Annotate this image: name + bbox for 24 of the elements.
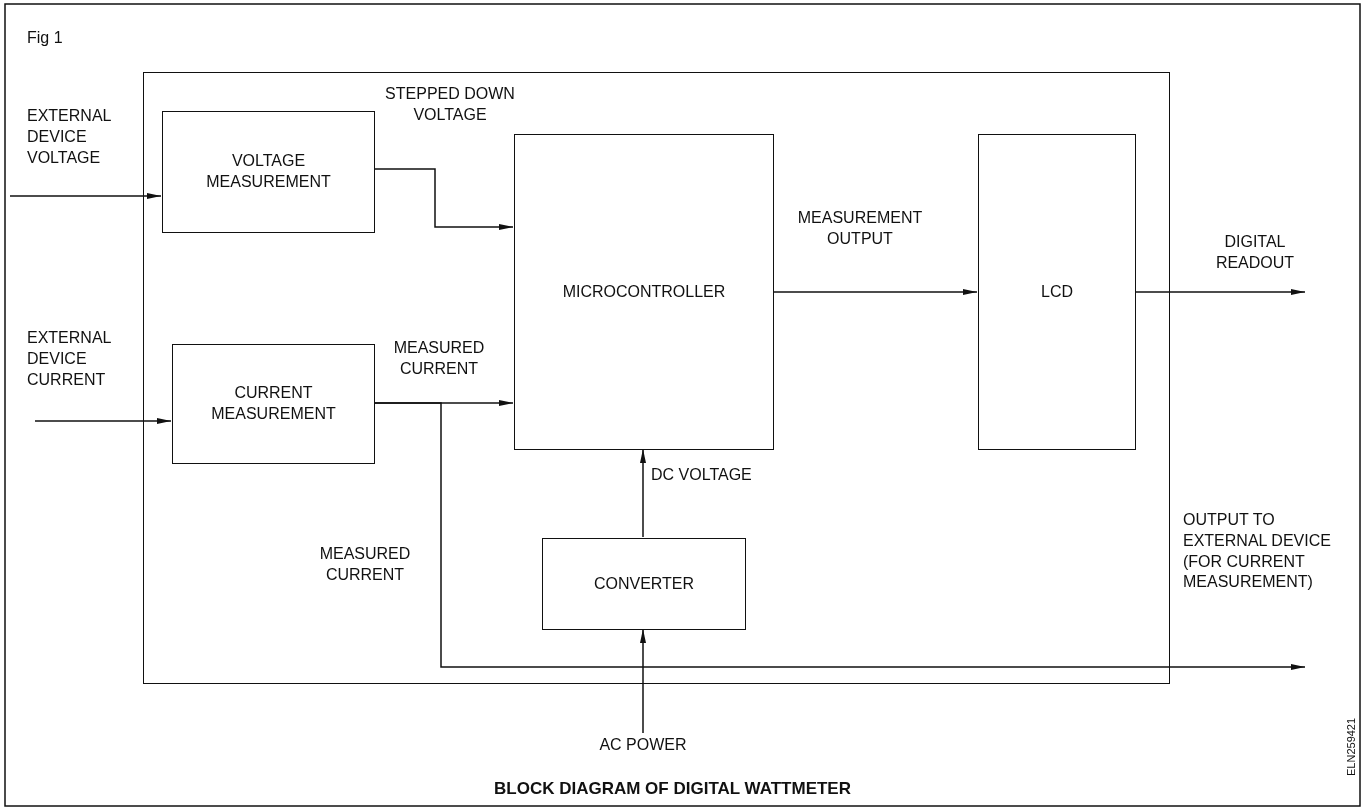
block-label: MICROCONTROLLER	[562, 281, 726, 302]
arrow	[9, 193, 162, 199]
arrow	[772, 289, 978, 295]
block-label: CURRENT MEASUREMENT	[210, 383, 337, 424]
note: OUTPUT TO EXTERNAL DEVICE (FOR CURRENT MEASUREMENT)	[1183, 510, 1332, 593]
block-label: LCD	[1041, 281, 1073, 302]
block-box	[162, 111, 375, 233]
arrow	[373, 168, 514, 230]
enclosure-box	[143, 72, 1170, 684]
block-label: VOLTAGE MEASUREMENT	[205, 151, 332, 192]
caption: BLOCK DIAGRAM OF DIGITAL WATTMETER	[493, 778, 852, 800]
arrow	[34, 418, 172, 424]
block-box	[542, 538, 746, 630]
arrow	[640, 448, 646, 538]
figure-number: Fig 1	[27, 28, 63, 48]
input-label: AC POWER	[585, 733, 701, 757]
arrow	[1134, 289, 1306, 295]
block-label: CONVERTER	[593, 573, 695, 594]
reference-code: ELN259421	[1344, 717, 1358, 776]
block-box	[172, 344, 375, 464]
block-box	[978, 134, 1136, 450]
arrow	[640, 628, 646, 734]
arrow	[373, 402, 1306, 670]
block-box	[514, 134, 774, 450]
